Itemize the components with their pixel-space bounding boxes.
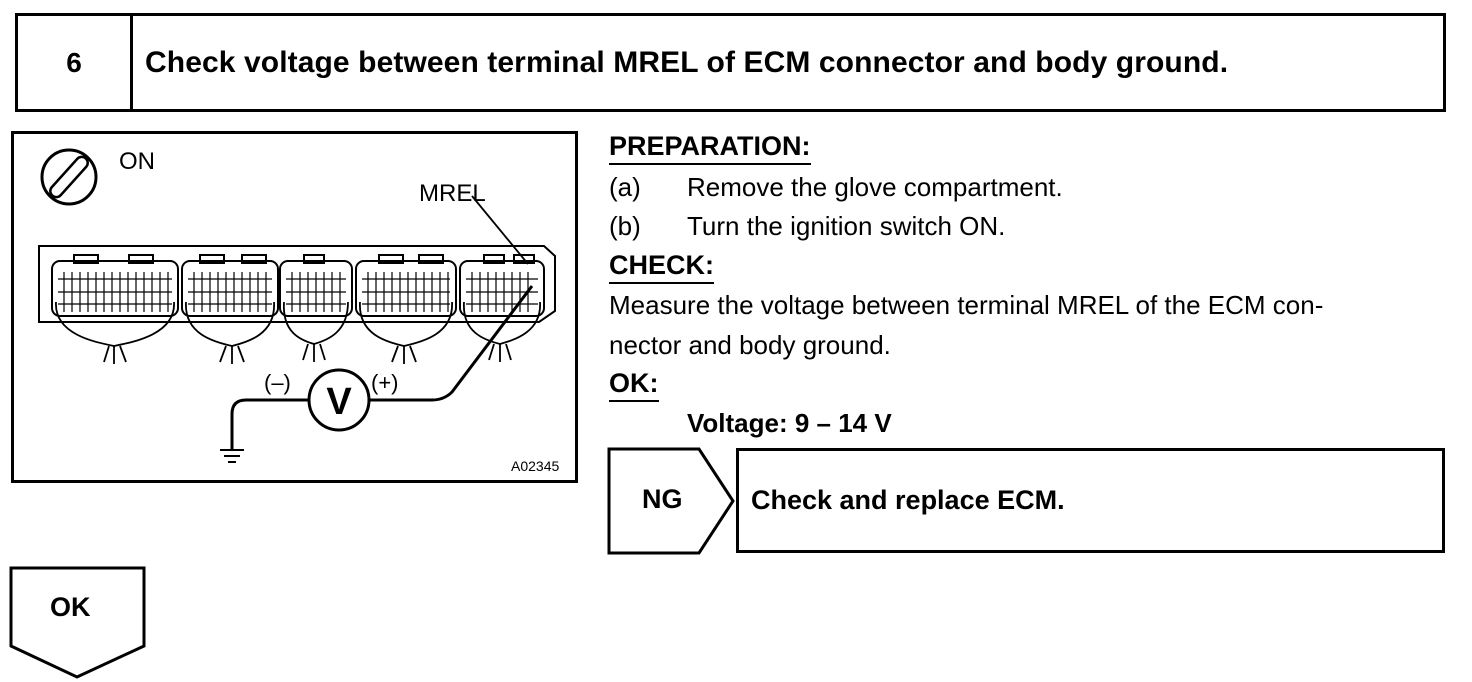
- step-number: 6: [18, 16, 133, 109]
- step-title: Check voltage between terminal MREL of E…: [145, 45, 1229, 79]
- item-label: (a): [609, 172, 641, 202]
- preparation-item-b: (b) Turn the ignition switch ON.: [609, 211, 1449, 243]
- check-line-1: Measure the voltage between terminal MRE…: [609, 290, 1324, 320]
- preparation-item-a: (a) Remove the glove compartment.: [609, 172, 1449, 204]
- ng-action-text: Check and replace ECM.: [751, 485, 1065, 515]
- ok-arrow: [9, 566, 146, 679]
- item-text: Turn the ignition switch ON.: [687, 211, 1006, 241]
- ng-action-box: Check and replace ECM.: [736, 448, 1445, 553]
- ok-heading: OK:: [609, 368, 659, 402]
- ng-label: NG: [642, 484, 683, 514]
- item-label: (b): [609, 211, 641, 241]
- mrel-pointer-line: [471, 195, 529, 265]
- negative-probe-wire: [230, 398, 309, 450]
- preparation-heading: PREPARATION:: [609, 131, 811, 165]
- ignition-state-label: ON: [119, 148, 155, 175]
- positive-probe-label: (+): [371, 370, 399, 395]
- ignition-switch-icon: [40, 148, 98, 206]
- terminal-label: MREL: [419, 180, 486, 207]
- positive-probe-wire: [369, 285, 534, 402]
- ok-label: OK: [50, 592, 91, 622]
- negative-probe-label: (–): [264, 370, 291, 395]
- wire-harnesses: [55, 301, 541, 364]
- ecm-connector-diagram: V: [38, 148, 556, 463]
- ground-icon: [220, 449, 244, 463]
- ecm-housing: [38, 245, 556, 323]
- wiring-figure: V ON MREL (–) (+) A02345: [11, 131, 578, 483]
- meter-symbol: V: [326, 381, 352, 423]
- voltage-spec: Voltage: 9 – 14 V: [687, 408, 892, 438]
- check-line-2: nector and body ground.: [609, 330, 891, 360]
- voltmeter-icon: V: [307, 368, 371, 432]
- ng-arrow: [607, 447, 735, 555]
- item-text: Remove the glove compartment.: [687, 172, 1063, 202]
- figure-code: A02345: [511, 458, 560, 474]
- check-heading: CHECK:: [609, 250, 714, 284]
- step-header: 6 Check voltage between terminal MREL of…: [15, 13, 1446, 112]
- ecm-connectors: [51, 254, 545, 317]
- terminal-grid: [58, 278, 538, 305]
